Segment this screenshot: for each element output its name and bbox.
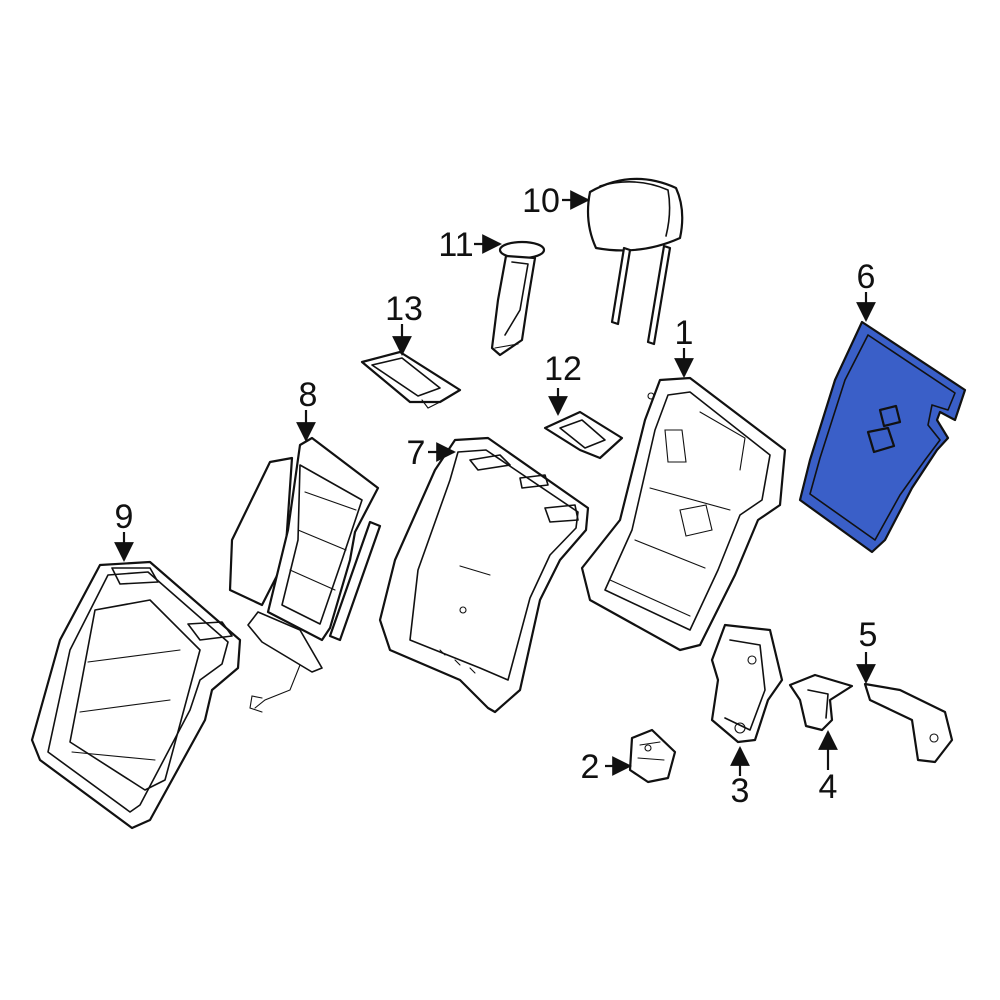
callout-10: 10 xyxy=(522,182,560,220)
callout-9: 9 xyxy=(115,498,134,536)
part-4-bracket[interactable] xyxy=(788,673,854,732)
part-10-headrest[interactable] xyxy=(586,177,684,346)
part-7-backrest-panel[interactable] xyxy=(378,436,590,714)
part-12-cover-clip[interactable] xyxy=(543,410,624,460)
callout-2: 2 xyxy=(581,748,600,786)
part-5-long-bracket[interactable] xyxy=(863,682,954,764)
part-11-guide-sleeve[interactable] xyxy=(490,240,546,357)
callout-3: 3 xyxy=(731,772,750,810)
part-13-trim-bezel[interactable] xyxy=(360,350,462,409)
callout-labels: 1 2 3 4 5 6 7 8 9 10 11 12 13 xyxy=(115,182,878,810)
callout-12: 12 xyxy=(544,350,582,388)
callout-5: 5 xyxy=(859,616,878,654)
callout-1: 1 xyxy=(675,314,694,352)
part-9-seat-back-cover[interactable] xyxy=(30,560,242,830)
part-2-clip-plate[interactable] xyxy=(628,728,677,784)
part-3-hinge-bracket[interactable] xyxy=(710,623,784,744)
part-1-backrest-frame[interactable] xyxy=(580,376,787,652)
callout-8: 8 xyxy=(299,376,318,414)
leader-lines xyxy=(114,190,876,776)
callout-6: 6 xyxy=(857,258,876,296)
callout-13: 13 xyxy=(385,290,423,328)
callout-11: 11 xyxy=(438,226,473,264)
part-8-backrest-pad[interactable] xyxy=(228,436,382,713)
part-6-rear-panel-highlighted[interactable] xyxy=(798,320,967,554)
callout-7: 7 xyxy=(407,434,426,472)
callout-4: 4 xyxy=(819,768,838,806)
